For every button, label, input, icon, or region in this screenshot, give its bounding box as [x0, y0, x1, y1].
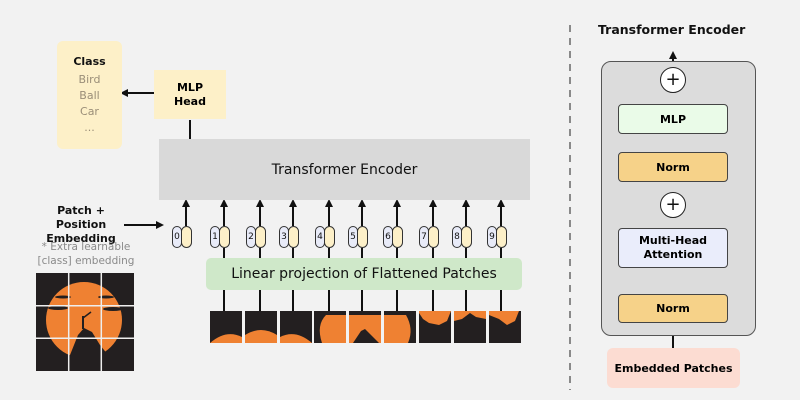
class-item-bird: Bird	[78, 73, 101, 86]
class-item-ellipsis: ...	[84, 121, 95, 134]
patch-embedding-token	[324, 226, 335, 248]
embedded-patches-block: Embedded Patches	[607, 348, 740, 388]
patch-embedding-token	[219, 226, 230, 248]
extra-class-embedding-note: * Extra learnable [class] embedding	[30, 240, 142, 268]
patch-embedding-token	[357, 226, 368, 248]
mlp-block: MLP	[618, 104, 728, 134]
embedded-patches-label: Embedded Patches	[614, 361, 733, 375]
class-item-ball: Ball	[79, 89, 100, 102]
norm-block-bottom: Norm	[618, 294, 728, 323]
mha-line2: Attention	[643, 248, 703, 261]
image-patch	[314, 311, 346, 343]
patch-position-embedding-label: Patch + Position Embedding	[30, 204, 132, 246]
norm-bottom-label: Norm	[656, 302, 690, 315]
multi-head-attention-block: Multi-Head Attention	[618, 228, 728, 268]
mlp-label: MLP	[659, 112, 687, 126]
pe-line1: Patch + Position	[55, 204, 107, 231]
patch-embedding-token	[288, 226, 299, 248]
class-item-car: Car	[80, 105, 99, 118]
image-patch	[245, 311, 277, 343]
pe-line2: Embedding	[46, 232, 116, 245]
image-patch	[489, 311, 521, 343]
transformer-encoder-label: Transformer Encoder	[271, 161, 418, 178]
image-patch	[210, 311, 242, 343]
image-patch	[384, 311, 416, 343]
image-patch	[349, 311, 381, 343]
patch-embedding-token	[496, 226, 507, 248]
transformer-encoder-block: Transformer Encoder	[159, 139, 530, 200]
extra-line2: [class] embedding	[37, 255, 135, 267]
input-image	[36, 273, 134, 371]
mlp-head-box: MLP Head	[154, 70, 226, 119]
image-patch	[454, 311, 486, 343]
class-output-box: Class Bird Ball Car ...	[57, 41, 122, 149]
patch-embedding-token	[255, 226, 266, 248]
add-icon-bottom: +	[660, 192, 686, 218]
mha-line1: Multi-Head	[638, 234, 708, 247]
add-icon-top: +	[660, 67, 686, 93]
linear-projection-label: Linear projection of Flattened Patches	[231, 266, 497, 282]
class-title: Class	[73, 55, 106, 68]
linear-projection-block: Linear projection of Flattened Patches	[206, 258, 522, 290]
extra-line1: * Extra learnable	[41, 241, 131, 253]
norm-block-top: Norm	[618, 152, 728, 182]
patch-embedding-token	[392, 226, 403, 248]
patch-embedding-token	[428, 226, 439, 248]
patch-embedding-token	[461, 226, 472, 248]
image-patch	[280, 311, 312, 343]
patch-embedding-token	[181, 226, 192, 248]
mlp-head-line1: MLP	[176, 80, 204, 94]
image-patch	[419, 311, 451, 343]
mlp-head-line2: Head	[174, 94, 206, 108]
encoder-detail-title: Transformer Encoder	[598, 22, 746, 37]
norm-top-label: Norm	[656, 160, 690, 174]
